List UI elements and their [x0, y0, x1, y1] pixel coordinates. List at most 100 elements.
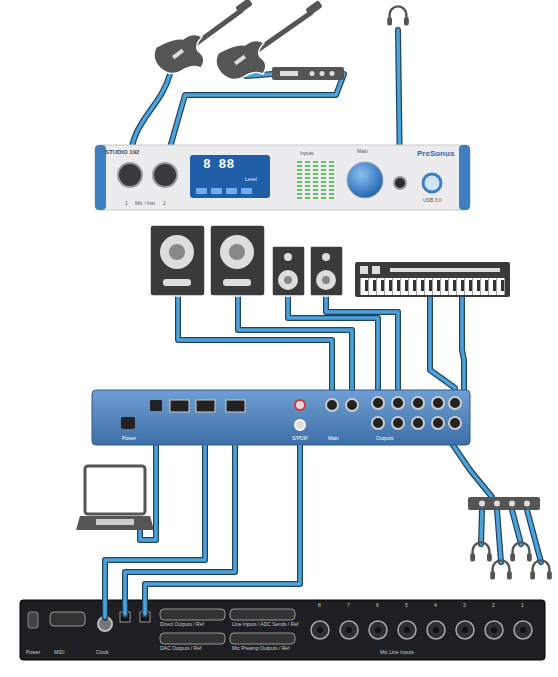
studio-monitor-part [169, 244, 185, 260]
headphone-amp-part [524, 501, 530, 507]
front-panel-part [196, 188, 207, 194]
headphones [510, 542, 532, 561]
laptop-part [85, 466, 145, 514]
device-label: 8 [318, 603, 321, 608]
audio-cables-part [130, 30, 541, 562]
plug-stubs [105, 600, 145, 618]
digital-cable [125, 445, 235, 600]
studio-monitor-part [163, 279, 191, 286]
rear-panel-part [449, 417, 461, 429]
studio-monitor [210, 225, 265, 296]
device-label: 2 [163, 201, 166, 206]
rear-panel-part [326, 399, 338, 411]
headphone-amp-part [494, 501, 500, 507]
plug-stubs-part [123, 600, 127, 614]
laptop [76, 466, 154, 530]
device-label: Mic Line Inputs [380, 650, 414, 655]
device-label: Outputs [376, 436, 394, 441]
device-label: Mic Preamp Outputs / Ref [232, 646, 290, 651]
front-panel-part [153, 163, 177, 187]
effects-unit-part [280, 71, 298, 76]
rack-unit-part-part [398, 621, 416, 639]
rack-unit-part [311, 621, 532, 639]
rack-unit-part [230, 633, 295, 644]
small-speaker-part [322, 276, 330, 284]
studio-monitor-part [223, 279, 251, 286]
rack-unit-part [230, 609, 295, 620]
electric-guitar-part [172, 49, 184, 59]
studio-monitor-part [210, 225, 265, 296]
rack-converter: PowerMIDIClockDirect Outputs / RefLine I… [20, 600, 545, 660]
front-panel-part [423, 174, 441, 192]
rear-panel-part [412, 417, 424, 429]
small-speaker-part [284, 276, 292, 284]
device-label: Main [357, 149, 368, 154]
headphones [530, 560, 552, 579]
audio-interface-rear: PowerS/PDIFMainOutputs [92, 390, 470, 445]
rear-panel [92, 390, 470, 445]
device-label: 4 [434, 603, 437, 608]
plug-stubs-part [102, 600, 108, 618]
front-panel-part [211, 188, 222, 194]
front-panel-part [118, 163, 142, 187]
effects-unit-part [272, 67, 344, 80]
studio-monitor-part [160, 235, 194, 269]
rear-panel-part [372, 397, 384, 409]
device-label: 2 [492, 603, 495, 608]
device-label: 8 88 [203, 158, 234, 171]
plug-stubs-part [103, 600, 107, 617]
small-speaker [272, 246, 305, 296]
device-label: 7 [347, 603, 350, 608]
studio-monitor [150, 225, 205, 296]
device-label: STUDIO 192 [105, 149, 139, 155]
front-panel-part [95, 145, 106, 210]
device-label: 3 [463, 603, 466, 608]
rear-panel-part [196, 400, 215, 412]
audio-cables-part-part [430, 297, 455, 398]
device-label: 6 [376, 603, 379, 608]
rack-unit-part-part [311, 621, 329, 639]
laptop-part [96, 519, 134, 525]
effects-unit-part [310, 71, 315, 76]
electric-guitar-part [235, 0, 253, 14]
rack-unit-part-part [462, 627, 468, 633]
front-panel-part [190, 155, 270, 198]
rear-panel-part [295, 420, 305, 430]
rack-unit [20, 600, 545, 660]
device-label: 5 [405, 603, 408, 608]
rear-panel-part [226, 400, 245, 412]
front-panel [95, 145, 470, 210]
audio-cables-part-part [178, 296, 332, 400]
rear-panel-part [92, 390, 470, 445]
rear-panel-part [170, 400, 189, 412]
rack-unit-part-part [340, 621, 358, 639]
device-label: Clock [96, 650, 109, 655]
rear-panel-part [412, 397, 424, 409]
headphone-amp-part [468, 497, 540, 510]
device-label: S/PDIF [292, 436, 308, 441]
front-panel-part [347, 162, 383, 198]
rack-unit-part [20, 600, 545, 660]
rear-panel-part [150, 400, 162, 411]
small-speaker-part [322, 253, 330, 261]
electric-guitar-part [305, 0, 323, 16]
digital-cable [105, 445, 205, 600]
headphones [470, 542, 492, 561]
device-label: Line Inputs / ADC Sends / Ref [232, 622, 298, 627]
headphones [387, 6, 409, 25]
device-label: Power [26, 650, 40, 655]
rack-unit-part-part [433, 627, 439, 633]
device-label: Level [245, 177, 257, 182]
rack-unit-part-part [404, 627, 410, 633]
device-label: 1 [521, 603, 524, 608]
effects-unit-part [320, 71, 325, 76]
small-speaker-part [278, 270, 298, 290]
rear-panel-part [295, 400, 305, 410]
rack-unit-part-part [317, 627, 323, 633]
headphone-amp-part [509, 501, 515, 507]
rear-panel-part [392, 397, 404, 409]
rack-unit-part-part [375, 627, 381, 633]
rack-unit-part-part [520, 627, 526, 633]
